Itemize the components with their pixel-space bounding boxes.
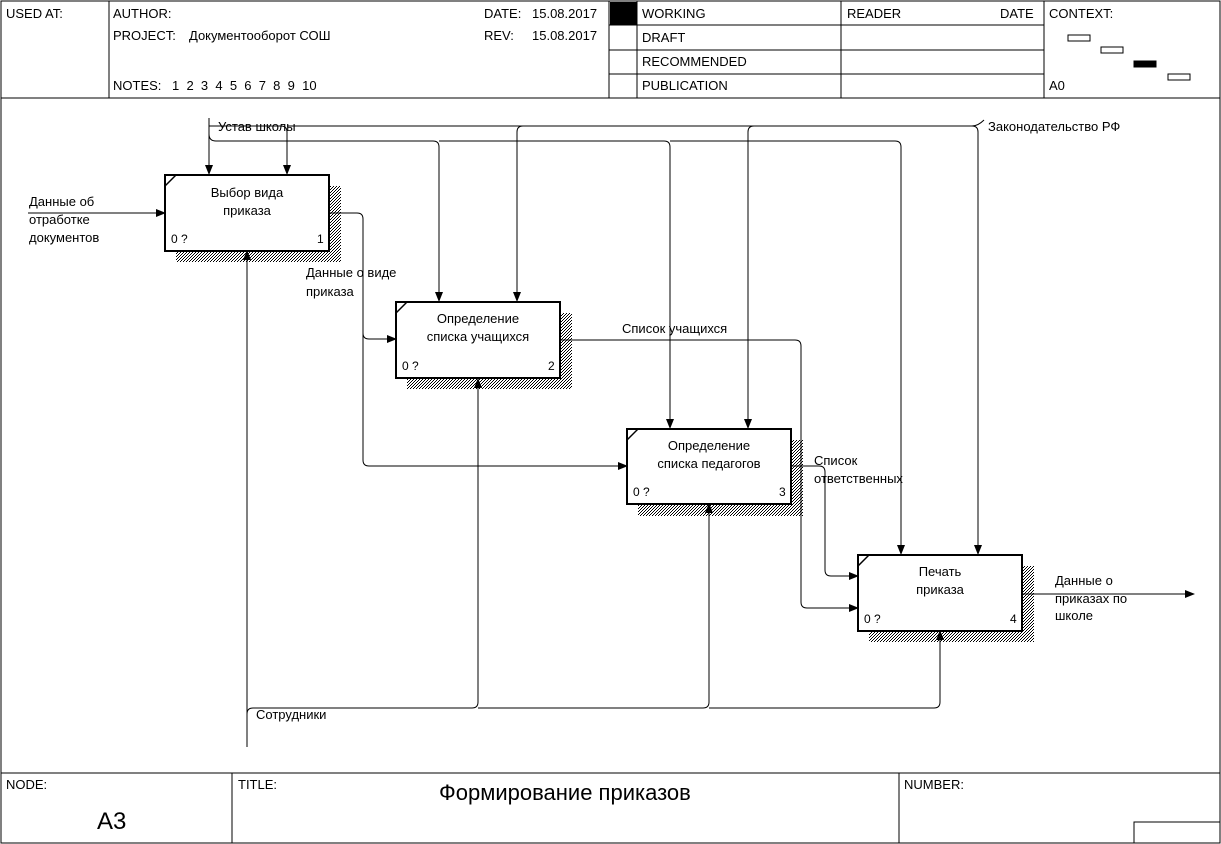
context-label: CONTEXT: — [1049, 6, 1114, 21]
used-at-label: USED AT: — [6, 6, 63, 21]
box-3-label-1: Определение — [668, 438, 750, 453]
label-resp-2: ответственных — [814, 471, 903, 486]
date-value: 15.08.2017 — [532, 6, 598, 21]
box-3-cost: 0 ? — [633, 485, 650, 499]
box-1-label-2: приказа — [223, 203, 272, 218]
status-draft: DRAFT — [642, 30, 686, 45]
context-node: A0 — [1049, 78, 1065, 93]
project-value: Документооборот СОШ — [189, 28, 331, 43]
label-input-3: документов — [29, 230, 99, 245]
box-1 — [164, 174, 330, 252]
label-out-2: приказах по — [1055, 591, 1127, 606]
box-1-label-1: Выбор вида — [211, 185, 284, 200]
reader-label: READER — [847, 6, 902, 21]
label-out-1: Данные о — [1055, 573, 1113, 588]
date-label: DATE: — [484, 6, 522, 21]
label-ustav: Устав школы — [218, 119, 296, 134]
box-1-cost: 0 ? — [171, 232, 188, 246]
label-students: Список учащихся — [622, 321, 727, 336]
author-label: AUTHOR: — [113, 6, 172, 21]
box-2-cost: 0 ? — [402, 359, 419, 373]
notes-value: 1 2 3 4 5 6 7 8 9 10 — [172, 78, 317, 93]
box-3-label-2: списка педагогов — [657, 456, 760, 471]
box-4-number: 4 — [1010, 612, 1017, 626]
label-vid-2: приказа — [306, 284, 355, 299]
box-3-number: 3 — [779, 485, 786, 499]
box-4-label-2: приказа — [916, 582, 965, 597]
label-input-1: Данные об — [29, 194, 94, 209]
number-label: NUMBER: — [904, 777, 964, 792]
reader-date-label: DATE — [1000, 6, 1034, 21]
label-resp-1: Список — [814, 453, 858, 468]
box-1-number: 1 — [317, 232, 324, 246]
label-out-3: школе — [1055, 608, 1093, 623]
box-3 — [626, 428, 792, 505]
status-publication: PUBLICATION — [642, 78, 728, 93]
box-4 — [857, 554, 1023, 632]
diagram-title: Формирование приказов — [439, 780, 691, 805]
rev-label: REV: — [484, 28, 514, 43]
label-zakon: Законодательство РФ — [988, 119, 1120, 134]
box-2-label-2: списка учащихся — [427, 329, 529, 344]
box-2-number: 2 — [548, 359, 555, 373]
label-input-2: отработке — [29, 212, 90, 227]
box-4-label-1: Печать — [919, 564, 962, 579]
node-value: A3 — [97, 808, 127, 835]
box-2 — [395, 301, 561, 379]
rev-value: 15.08.2017 — [532, 28, 598, 43]
status-working: WORKING — [642, 6, 706, 21]
node-label: NODE: — [6, 777, 48, 792]
status-recommended: RECOMMENDED — [642, 54, 747, 69]
title-label: TITLE: — [238, 777, 278, 792]
project-label: PROJECT: — [113, 28, 176, 43]
label-staff: Сотрудники — [256, 707, 326, 722]
notes-label: NOTES: — [113, 78, 162, 93]
label-vid-1: Данные о виде — [306, 265, 396, 280]
box-4-cost: 0 ? — [864, 612, 881, 626]
box-2-label-1: Определение — [437, 311, 519, 326]
